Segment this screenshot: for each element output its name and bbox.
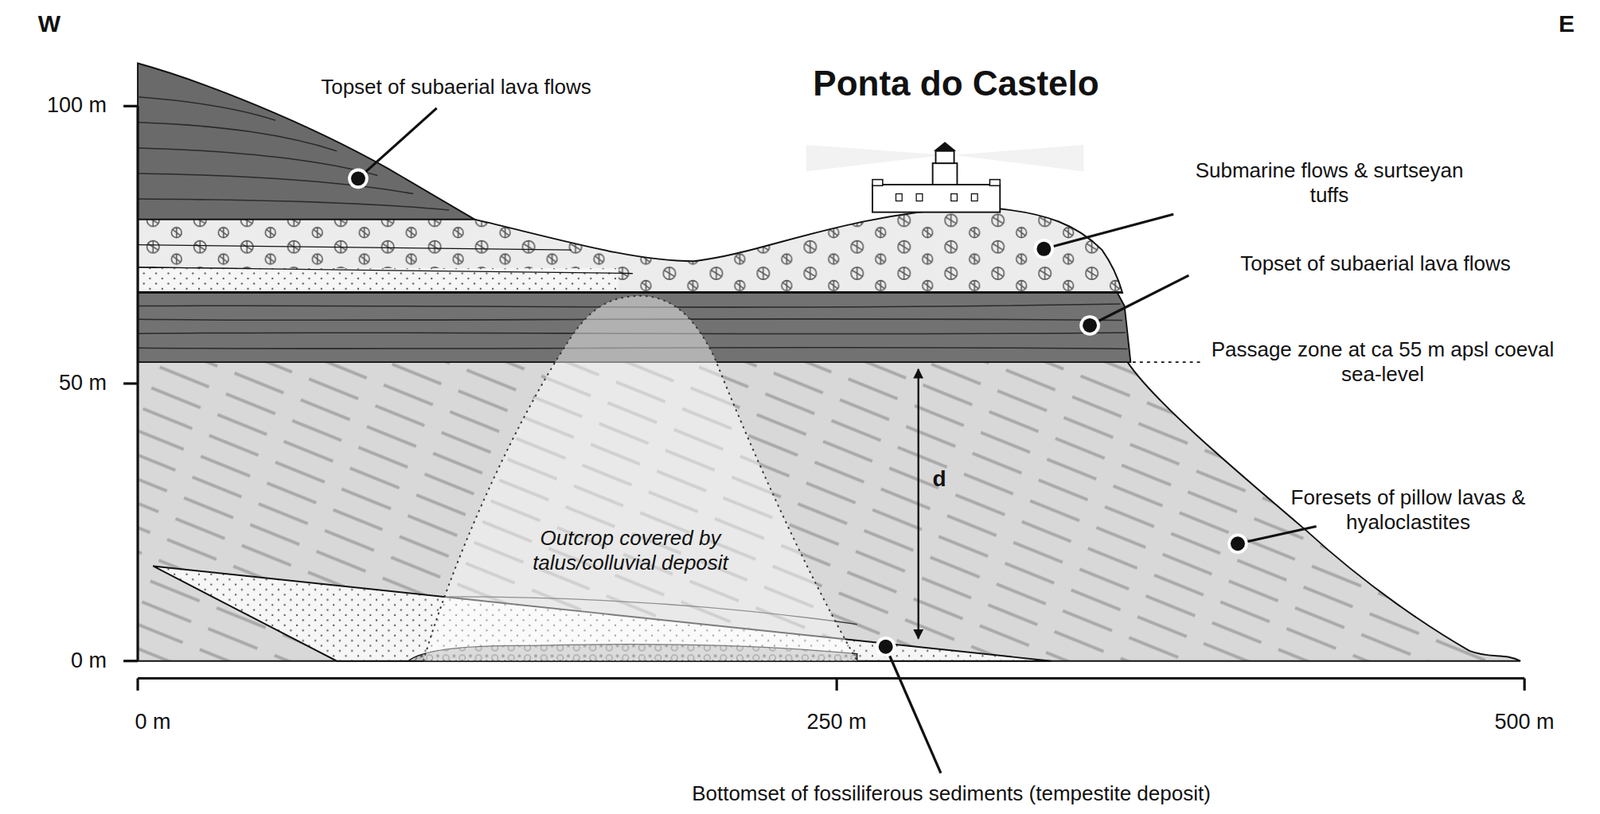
compass-east: E: [1558, 9, 1575, 38]
axis-label: 250 m: [806, 710, 867, 736]
unit-label: Topset of subaerial lava flows: [320, 74, 592, 100]
axis-label: 0 m: [70, 648, 107, 675]
axis-label: 500 m: [1494, 710, 1554, 736]
unit-label: Topset of subaerial lava flows: [1240, 251, 1511, 277]
compass-west: W: [38, 9, 61, 38]
axis-label: 50 m: [58, 370, 107, 397]
axis-label: 0 m: [134, 710, 171, 736]
axis-label: 100 m: [46, 93, 107, 119]
cover-note: Outcrop covered by talus/colluvial depos…: [483, 526, 778, 575]
unit-label: Bottomset of fossiliferous sediments (te…: [691, 781, 1211, 807]
diagram-title: Ponta do Castelo: [812, 62, 1099, 105]
unit-label: Submarine flows & surtseyan tuffs: [1194, 158, 1465, 207]
dimension-label: d: [932, 465, 946, 492]
sea-level-note: Passage zone at ca 55 m apsl coeval sea-…: [1200, 337, 1565, 387]
unit-label: Foresets of pillow lavas & hyaloclastite…: [1248, 485, 1568, 535]
